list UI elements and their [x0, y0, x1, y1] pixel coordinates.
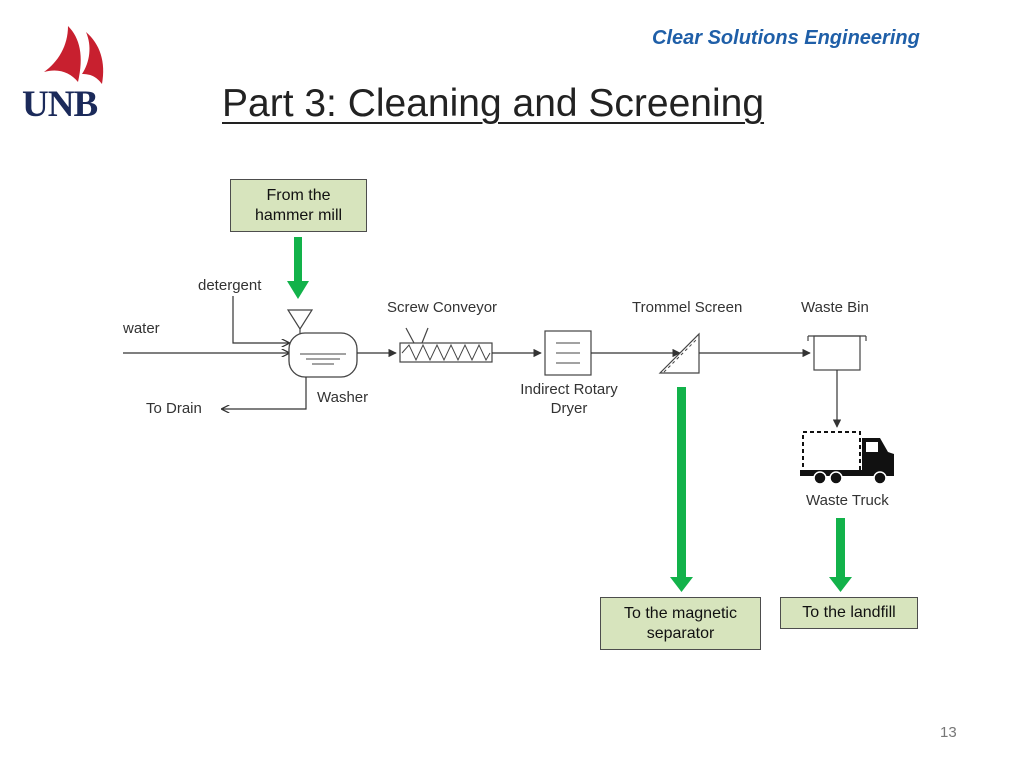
washer-label: Washer [317, 389, 369, 406]
detergent-line [232, 296, 289, 343]
magnetic-separator-box: To the magnetic separator [600, 597, 761, 650]
page-number: 13 [940, 724, 957, 741]
water-label: water [123, 320, 160, 337]
washer-icon [288, 332, 358, 378]
waste-bin-icon [807, 335, 867, 371]
magnetic-separator-line2: separator [646, 624, 715, 642]
screw-conveyor-label: Screw Conveyor [387, 299, 498, 316]
slide-title: Part 3: Cleaning and Screening [222, 82, 765, 125]
to-drain-label: To Drain [146, 400, 202, 417]
indirect-rotary-dryer-icon [544, 330, 592, 376]
green-arrow-to-magnetic-separator [670, 387, 693, 592]
green-arrow-to-landfill [829, 518, 852, 592]
magnetic-separator-line1: To the magnetic [624, 604, 737, 622]
trommel-screen-label: Trommel Screen [632, 299, 743, 316]
waste-truck-label: Waste Truck [806, 492, 889, 509]
logo-text: UNB [22, 84, 98, 125]
indirect-rotary-dryer-label: Indirect Rotary Dryer [509, 380, 629, 418]
dryer-label-line2: Dryer [550, 400, 588, 417]
unb-sail-logo-icon [44, 26, 104, 84]
green-arrow-from-hammer-mill [287, 237, 309, 299]
waste-truck-icon [800, 431, 894, 485]
from-hammer-mill-box: From the hammer mill [230, 179, 367, 232]
from-hammer-mill-line2: hammer mill [254, 206, 343, 224]
waste-bin-label: Waste Bin [801, 299, 869, 316]
detergent-funnel-icon [286, 309, 314, 331]
drain-line [222, 377, 307, 409]
screw-conveyor-icon [399, 327, 493, 363]
detergent-label: detergent [198, 277, 262, 294]
landfill-box: To the landfill [780, 597, 918, 629]
dryer-label-line1: Indirect Rotary [520, 381, 618, 398]
from-hammer-mill-line1: From the [266, 186, 331, 204]
company-name: Clear Solutions Engineering [652, 27, 920, 49]
landfill-label: To the landfill [802, 604, 896, 621]
